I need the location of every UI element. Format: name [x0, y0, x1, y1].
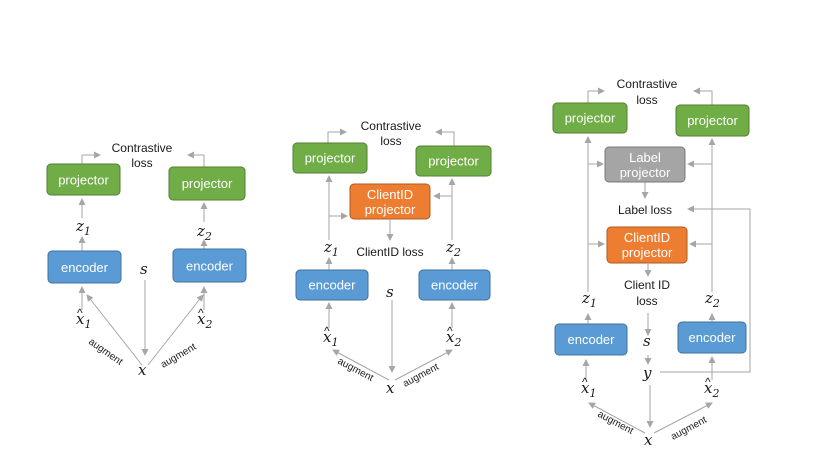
hat-mark: ^	[705, 375, 711, 389]
projector-box-2: projector	[415, 145, 492, 177]
contrastive-loss-line2: loss	[131, 156, 152, 170]
contrastive-loss-line2: loss	[380, 134, 401, 148]
hat-mark: ^	[447, 324, 453, 338]
projector-box-2: projector	[675, 104, 750, 137]
projector-box-1: projector	[46, 163, 121, 196]
var-xhat2: x2	[197, 310, 212, 331]
diagram-2: projector projector ClientID projector e…	[292, 119, 492, 397]
var-xhat1: x1	[323, 328, 338, 349]
projector-label: projector	[58, 173, 109, 188]
labelproj-label-line2: projector	[620, 165, 671, 180]
client-id-loss-line2: loss	[636, 294, 657, 308]
contrastive-loss-line2: loss	[636, 93, 657, 107]
encoder-label: encoder	[568, 332, 616, 347]
var-xhat1: x1	[581, 379, 596, 400]
encoder-box-2: encoder	[172, 248, 247, 283]
projector-label: projector	[687, 113, 738, 128]
var-x: x	[644, 431, 653, 449]
projector-label: projector	[428, 154, 479, 169]
label-loss-text: Label loss	[618, 203, 672, 217]
encoder-box-1: encoder	[47, 250, 122, 284]
arrow-x-to-xhat2	[653, 402, 713, 434]
arrow-x-to-xhat2	[147, 294, 204, 366]
encoder-box-1: encoder	[554, 323, 628, 356]
arrow-x-to-xhat1	[332, 349, 390, 381]
augment-label-right: augment	[159, 342, 198, 371]
clientid-label-line1: ClientID	[624, 230, 670, 245]
var-z1: z1	[323, 238, 339, 259]
clientid-label-line1: ClientID	[367, 187, 413, 202]
hat-mark: ^	[582, 375, 588, 389]
var-z2: z2	[445, 238, 461, 259]
arrow-projector2-to-loss	[187, 151, 205, 167]
arrow-y-to-label-loss	[660, 205, 751, 373]
var-z2: z2	[196, 222, 212, 243]
var-s: s	[140, 260, 148, 278]
arrow-projector1-to-loss	[587, 87, 605, 103]
projector-label: projector	[182, 176, 233, 191]
encoder-label: encoder	[309, 278, 357, 293]
encoder-label: encoder	[689, 330, 737, 345]
projector-box-2: projector	[168, 166, 246, 201]
projector-label: projector	[305, 151, 356, 166]
arrow-x-to-xhat1	[588, 402, 646, 434]
var-z2: z2	[704, 289, 720, 310]
augment-label-left: augment	[86, 336, 124, 367]
arrow-x-to-xhat2	[394, 349, 453, 381]
encoder-box-2: encoder	[418, 269, 491, 301]
clientid-projector-box: ClientID projector	[349, 183, 431, 220]
var-s: s	[386, 283, 394, 301]
var-z1: z1	[75, 217, 91, 238]
var-xhat2: x2	[704, 379, 719, 400]
augment-label-right: augment	[669, 415, 709, 443]
augment-label-left: augment	[596, 409, 636, 437]
labelproj-label-line1: Label	[629, 150, 661, 165]
clientid-label-line2: projector	[622, 245, 673, 260]
contrastive-loss-line1: Contrastive	[617, 77, 678, 91]
encoder-box-1: encoder	[295, 269, 369, 301]
arrow-projector1-to-loss	[327, 128, 347, 143]
client-id-loss-line1: Client ID	[624, 278, 670, 292]
projector-label: projector	[565, 111, 616, 126]
hat-mark: ^	[324, 324, 330, 338]
diagram-3: projector projector Label projector Clie…	[552, 77, 751, 449]
clientid-projector-box: ClientID projector	[606, 226, 688, 264]
label-projector-box: Label projector	[604, 146, 686, 183]
hat-mark: ^	[77, 306, 83, 320]
diagram-1: projector projector encoder encoder Cont…	[46, 141, 247, 379]
hat-mark: ^	[198, 306, 204, 320]
clientid-loss-text: ClientID loss	[356, 245, 423, 259]
encoder-box-2: encoder	[677, 321, 747, 354]
arrow-projector2-to-loss	[693, 87, 713, 105]
var-x: x	[386, 379, 395, 397]
contrastive-loss-line1: Contrastive	[112, 141, 173, 155]
clientid-label-line2: projector	[365, 202, 416, 217]
projector-box-1: projector	[292, 142, 368, 174]
var-xhat1: x1	[76, 310, 91, 331]
arrow-projector2-to-loss	[435, 128, 455, 146]
var-s: s	[643, 332, 651, 350]
var-y: y	[642, 364, 652, 382]
encoder-label: encoder	[431, 278, 479, 293]
arrow-x-to-xhat1	[86, 294, 143, 366]
var-z1: z1	[581, 289, 597, 310]
encoder-label: encoder	[186, 259, 234, 274]
contrastive-loss-line1: Contrastive	[361, 119, 422, 133]
var-xhat2: x2	[446, 328, 461, 349]
encoder-label: encoder	[61, 260, 109, 275]
var-x: x	[138, 361, 147, 379]
projector-box-1: projector	[552, 102, 628, 134]
arrow-projector1-to-loss	[81, 151, 101, 164]
